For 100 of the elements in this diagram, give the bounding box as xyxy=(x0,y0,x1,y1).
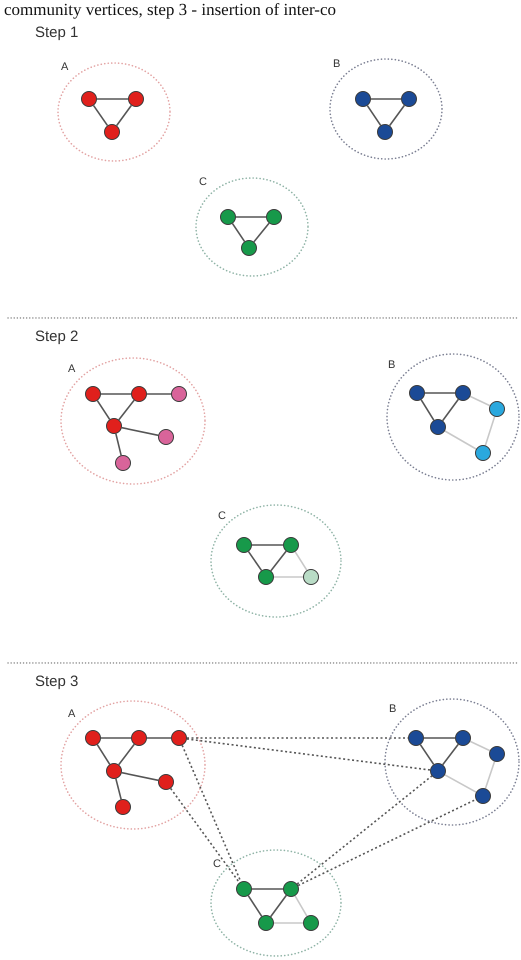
vertex-circle xyxy=(408,730,424,746)
community-label: C xyxy=(213,858,221,871)
edge-line xyxy=(274,576,303,578)
edge-line xyxy=(484,761,496,789)
community-label: A xyxy=(68,363,76,376)
vertex-circle xyxy=(455,730,471,746)
vertex-circle xyxy=(283,537,299,553)
edge-line xyxy=(420,744,434,765)
dashed-edge-line xyxy=(296,775,432,885)
body-text: community vertices, step 3 - insertion of inter-co xyxy=(4,0,336,20)
vertex-circle xyxy=(489,746,505,762)
edge-line xyxy=(294,896,308,916)
vertex-circle xyxy=(401,91,417,107)
vertex-circle xyxy=(104,124,120,140)
vertex-circle xyxy=(106,418,122,434)
edge-line xyxy=(470,740,490,752)
edge-line xyxy=(118,400,135,420)
vertex-circle xyxy=(489,401,505,417)
edge-line xyxy=(248,551,262,571)
edge-line xyxy=(96,744,110,765)
community-label: A xyxy=(68,708,76,721)
vertex-circle xyxy=(258,569,274,585)
edge-line xyxy=(470,396,490,406)
dashed-edge-line xyxy=(186,738,430,771)
vertex-circle xyxy=(455,385,471,401)
edge-line xyxy=(122,772,158,782)
edge-line xyxy=(232,223,246,242)
community-label: C xyxy=(199,176,207,189)
vertex-circle xyxy=(258,915,274,931)
edge-line xyxy=(116,105,132,126)
step-heading: Step 1 xyxy=(35,24,78,42)
vertex-circle xyxy=(85,730,101,746)
edge-line xyxy=(118,744,135,766)
vertex-circle xyxy=(171,386,187,402)
community-label: B xyxy=(333,58,340,71)
vertex-circle xyxy=(220,209,236,225)
vertex-circle xyxy=(158,774,174,790)
edge-line xyxy=(147,737,171,739)
edge-line xyxy=(253,222,270,242)
dashed-edge-line xyxy=(181,744,242,882)
vertex-circle xyxy=(158,429,174,445)
edge-line xyxy=(270,550,287,572)
vertex-circle xyxy=(128,91,144,107)
edge-line xyxy=(252,888,283,890)
edge-line xyxy=(96,400,110,420)
dashed-edge-line xyxy=(170,788,240,883)
edge-line xyxy=(274,922,303,924)
edge-line xyxy=(420,399,434,421)
vertex-circle xyxy=(303,569,319,585)
vertex-circle xyxy=(115,799,131,815)
vertex-circle xyxy=(475,445,491,461)
vertex-circle xyxy=(131,386,147,402)
vertex-circle xyxy=(409,385,425,401)
vertex-circle xyxy=(236,537,252,553)
vertex-circle xyxy=(106,763,122,779)
vertex-circle xyxy=(430,419,446,435)
community-label: A xyxy=(61,61,68,74)
edge-line xyxy=(484,416,496,446)
community-label: C xyxy=(218,510,226,523)
edge-line xyxy=(371,98,401,100)
edge-line xyxy=(366,105,382,126)
edge-line xyxy=(147,393,171,395)
edge-line xyxy=(115,434,122,456)
edge-line xyxy=(424,737,455,739)
vertex-circle xyxy=(430,763,446,779)
vertex-circle xyxy=(377,124,393,140)
community-label: B xyxy=(389,703,396,716)
vertex-circle xyxy=(85,386,101,402)
community-label: B xyxy=(388,359,396,372)
edge-line xyxy=(101,737,131,739)
edge-line xyxy=(444,430,476,450)
vertex-circle xyxy=(171,730,187,746)
edge-line xyxy=(122,426,158,436)
vertex-circle xyxy=(303,915,319,931)
vertex-circle xyxy=(236,881,252,897)
edge-line xyxy=(442,398,459,422)
dashed-edge-line xyxy=(187,737,408,739)
step-heading: Step 2 xyxy=(35,328,78,346)
vertex-circle xyxy=(266,209,282,225)
vertex-circle xyxy=(81,91,97,107)
edge-line xyxy=(442,744,459,766)
edge-line xyxy=(425,392,455,394)
edge-line xyxy=(248,895,262,917)
vertex-circle xyxy=(355,91,371,107)
edge-line xyxy=(294,551,308,571)
dashed-edge-line xyxy=(298,798,476,886)
edge-line xyxy=(115,778,122,800)
vertex-circle xyxy=(475,788,491,804)
step-heading: Step 3 xyxy=(35,673,78,691)
edge-line xyxy=(236,216,266,218)
edge-line xyxy=(444,774,476,793)
vertex-circle xyxy=(115,455,131,471)
edge-line xyxy=(270,894,287,918)
edge-line xyxy=(101,393,131,395)
edge-line xyxy=(92,105,108,126)
edge-line xyxy=(97,98,128,100)
vertex-circle xyxy=(283,881,299,897)
edge-line xyxy=(389,105,405,126)
vertex-circle xyxy=(131,730,147,746)
edge-line xyxy=(252,544,283,546)
